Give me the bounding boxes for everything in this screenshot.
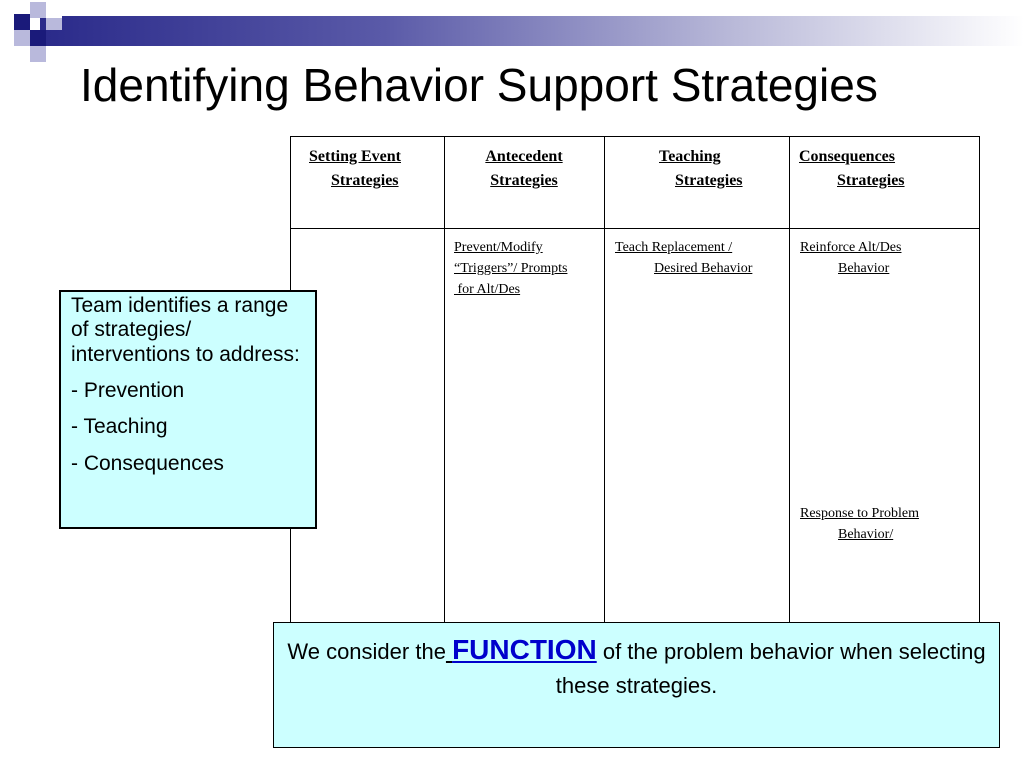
function-callout-box: We consider the FUNCTION of the problem … (273, 622, 1000, 748)
callout-item-prevention: - Prevention (71, 379, 185, 403)
deco-square (30, 46, 46, 62)
deco-square (14, 14, 30, 30)
callout-intro: Team identifies a range of strategies/ i… (71, 294, 300, 366)
column-divider (604, 137, 605, 635)
function-keyword: FUNCTION (452, 634, 597, 665)
header-gradient-bar (40, 16, 1024, 46)
column-divider (789, 137, 790, 635)
deco-square (14, 30, 30, 46)
header-antecedent: Antecedent Strategies (485, 148, 563, 189)
strategy-table: Setting Event Strategies Antecedent Stra… (290, 136, 980, 636)
antecedent-cell-text: Prevent/Modify “Triggers”/ Prompts for A… (454, 240, 568, 297)
deco-square (46, 14, 62, 30)
header-consequences: Consequences Strategies (799, 148, 905, 189)
consequence-reinforce-text: Reinforce Alt/Des Behavior (800, 240, 902, 276)
team-callout-box: Team identifies a range of strategies/ i… (59, 290, 317, 529)
callout-item-teaching: - Teaching (71, 415, 168, 439)
header-setting-event: Setting Event Strategies (309, 148, 401, 189)
slide-title: Identifying Behavior Support Strategies (80, 59, 878, 111)
function-text-before: We consider the (287, 639, 446, 664)
deco-square (30, 2, 46, 18)
function-text-after: of the problem behavior when selecting t… (555, 639, 986, 699)
header-teaching: Teaching Strategies (659, 148, 743, 189)
teaching-cell-text: Teach Replacement / Desired Behavior (615, 240, 753, 276)
column-divider (444, 137, 445, 635)
callout-item-consequences: - Consequences (71, 451, 224, 475)
consequence-response-text: Response to Problem Behavior/ (800, 506, 919, 542)
deco-square (30, 30, 46, 46)
deco-square (46, 2, 62, 18)
row-divider (291, 228, 979, 229)
